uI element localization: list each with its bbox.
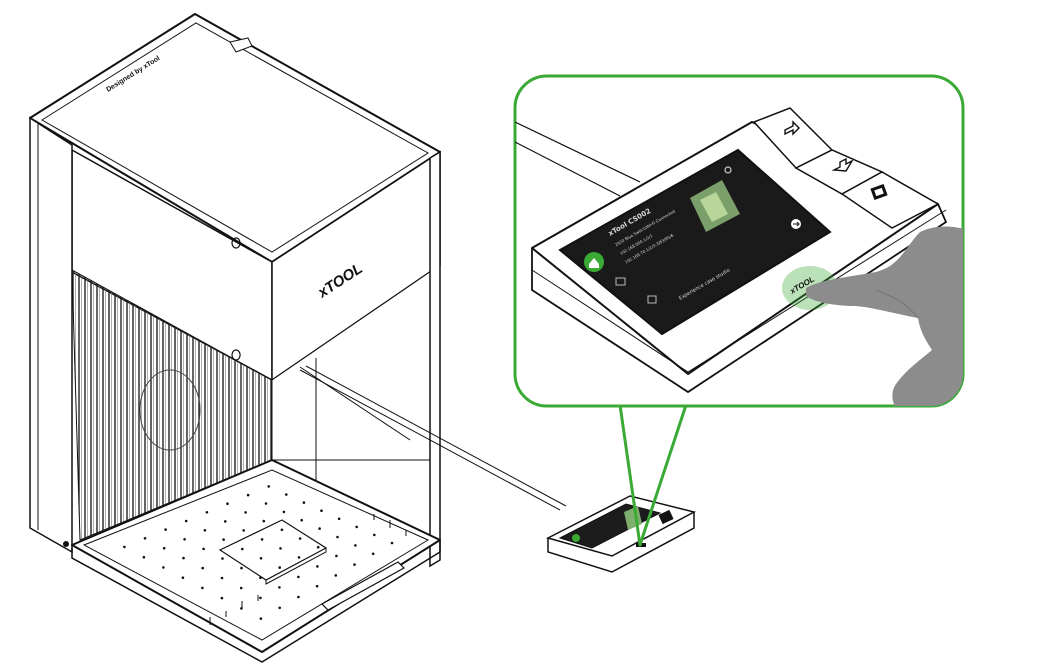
bed-hole — [264, 502, 268, 505]
bed-hole — [244, 511, 247, 514]
bed-hole — [260, 538, 264, 541]
bed-hole — [262, 519, 266, 523]
bed-hole — [246, 493, 250, 497]
home-button[interactable] — [584, 252, 604, 272]
bed-hole — [282, 510, 286, 514]
bed-hole — [162, 546, 166, 550]
bed-hole — [373, 533, 376, 537]
bed-hole — [162, 566, 165, 569]
machine-cavity — [71, 264, 441, 541]
bed-hole — [316, 545, 320, 549]
folder-icon — [615, 277, 626, 286]
bed-hole — [315, 584, 319, 588]
bed-hole — [355, 525, 359, 529]
bed-hole — [182, 556, 185, 560]
bed-hole — [240, 607, 243, 610]
bed-hole — [297, 595, 300, 599]
bed-hole — [280, 528, 284, 532]
bed-hole — [164, 528, 167, 531]
export-icon — [784, 120, 800, 136]
bed-hole — [224, 520, 227, 523]
bed-hole — [221, 557, 224, 560]
bed-hole — [201, 566, 204, 570]
bed-hole — [278, 566, 282, 569]
lock-button[interactable] — [647, 295, 657, 304]
bed-hole — [320, 509, 323, 512]
bed-hole — [181, 576, 185, 579]
machine-right-frame — [429, 150, 441, 568]
bed-hole — [220, 576, 224, 580]
bed-hole — [183, 538, 186, 541]
bed-hole — [279, 547, 282, 550]
bed-hole — [202, 547, 205, 551]
bed-hole — [278, 586, 281, 589]
bed-hole — [222, 538, 225, 541]
bed-hole — [239, 586, 243, 590]
import-button[interactable] — [831, 157, 854, 172]
bed-hole — [142, 555, 146, 559]
settings-button[interactable] — [724, 166, 732, 174]
machine-work-bed — [71, 459, 441, 663]
bed-hole — [285, 493, 288, 496]
export-button[interactable] — [784, 120, 800, 136]
laser-machine: Designed by xTool xTOOL — [29, 13, 441, 663]
control-cable — [299, 365, 567, 511]
panel-body: xTool CS002 2020 Blue Switch/Wi-Fi Conne… — [531, 107, 948, 394]
bed-hole — [241, 547, 244, 551]
bed-hole — [203, 529, 207, 532]
bed-hole — [201, 586, 204, 590]
lock-icon — [647, 295, 657, 304]
bed-hole — [353, 563, 356, 566]
bed-hole — [300, 518, 304, 522]
bed-hole — [226, 502, 229, 506]
bed-hole — [298, 537, 302, 540]
bed-hole — [205, 511, 209, 514]
touch-screen[interactable]: xTool CS002 2020 Blue Switch/Wi-Fi Conne… — [558, 148, 832, 336]
bed-hole — [259, 617, 263, 620]
bed-hole — [318, 527, 321, 530]
folder-button[interactable] — [615, 277, 626, 286]
machine-left-panel — [29, 116, 73, 554]
bed-hole-grid — [123, 485, 394, 620]
bed-hole — [240, 566, 243, 570]
frame-button[interactable] — [870, 183, 888, 201]
bed-hole — [354, 544, 357, 547]
bed-hole — [334, 574, 338, 577]
pointing-hand — [806, 226, 963, 406]
bed-hole — [337, 517, 341, 521]
screen-arrow-button[interactable] — [791, 219, 801, 229]
bed-hole — [316, 565, 319, 568]
bed-hole — [371, 552, 375, 556]
bed-hole — [278, 606, 282, 610]
bed-hole — [242, 529, 245, 532]
bed-hole — [390, 541, 394, 545]
import-icon — [831, 157, 854, 172]
gear-icon — [724, 166, 732, 174]
bed-hole — [259, 576, 262, 580]
bed-hole — [335, 554, 338, 558]
bed-hole — [336, 535, 339, 539]
small-control-panel — [545, 495, 697, 573]
bed-hole — [259, 557, 263, 560]
bed-hole — [220, 596, 224, 600]
bed-hole — [123, 545, 126, 549]
bed-hole — [184, 519, 188, 523]
bed-hole — [297, 575, 300, 579]
zoom-callout: xTool CS002 2020 Blue Switch/Wi-Fi Conne… — [513, 74, 965, 547]
panel-button-column — [752, 107, 940, 229]
bed-hole — [259, 596, 262, 600]
bed-hole — [143, 537, 147, 540]
bed-hole — [267, 485, 271, 488]
bed-hole — [302, 501, 306, 504]
bed-hole — [297, 556, 301, 559]
